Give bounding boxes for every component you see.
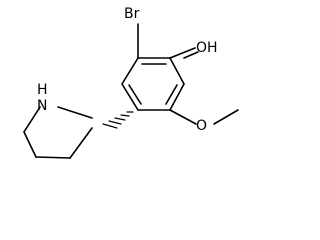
ring-bond-c6-c1 [121,57,139,85]
molecule-canvas: Br OH O H N [23,6,239,159]
ring-bond-c2-c3 [169,57,185,85]
ring-double-bond-inner-3 [128,84,142,105]
bond-c3-oh [183,51,199,59]
ring-double-bond-inner-2 [165,84,178,105]
bromine-label: Br [124,6,140,22]
pyrrolidine-bond-c2-n [57,106,93,119]
pyrrolidine-bond-c3-c2 [69,127,93,159]
pyrrolidine-nitrogen-label: N [37,98,47,114]
hashed-wedge-bond [102,111,134,129]
bond-o-methyl [213,109,239,125]
bond-c3-o [169,47,196,59]
pyrrolidine-bond-c5-c4 [23,131,37,158]
pyrrolidine-nitrogen-h-label: H [37,82,48,98]
pyrrolidine-bond-c4-c3 [35,156,71,159]
pyrrolidine-bond-n-c5 [23,106,41,133]
hydroxyl-label: OH [196,40,218,56]
ring-bond-c5-c6 [121,83,139,111]
structure-drawing: Br OH O H N [23,6,239,159]
bond-c4-o-methoxy [169,109,197,125]
ring-bond-c3-c4 [169,83,185,111]
methoxy-oxygen-label: O [196,118,207,134]
